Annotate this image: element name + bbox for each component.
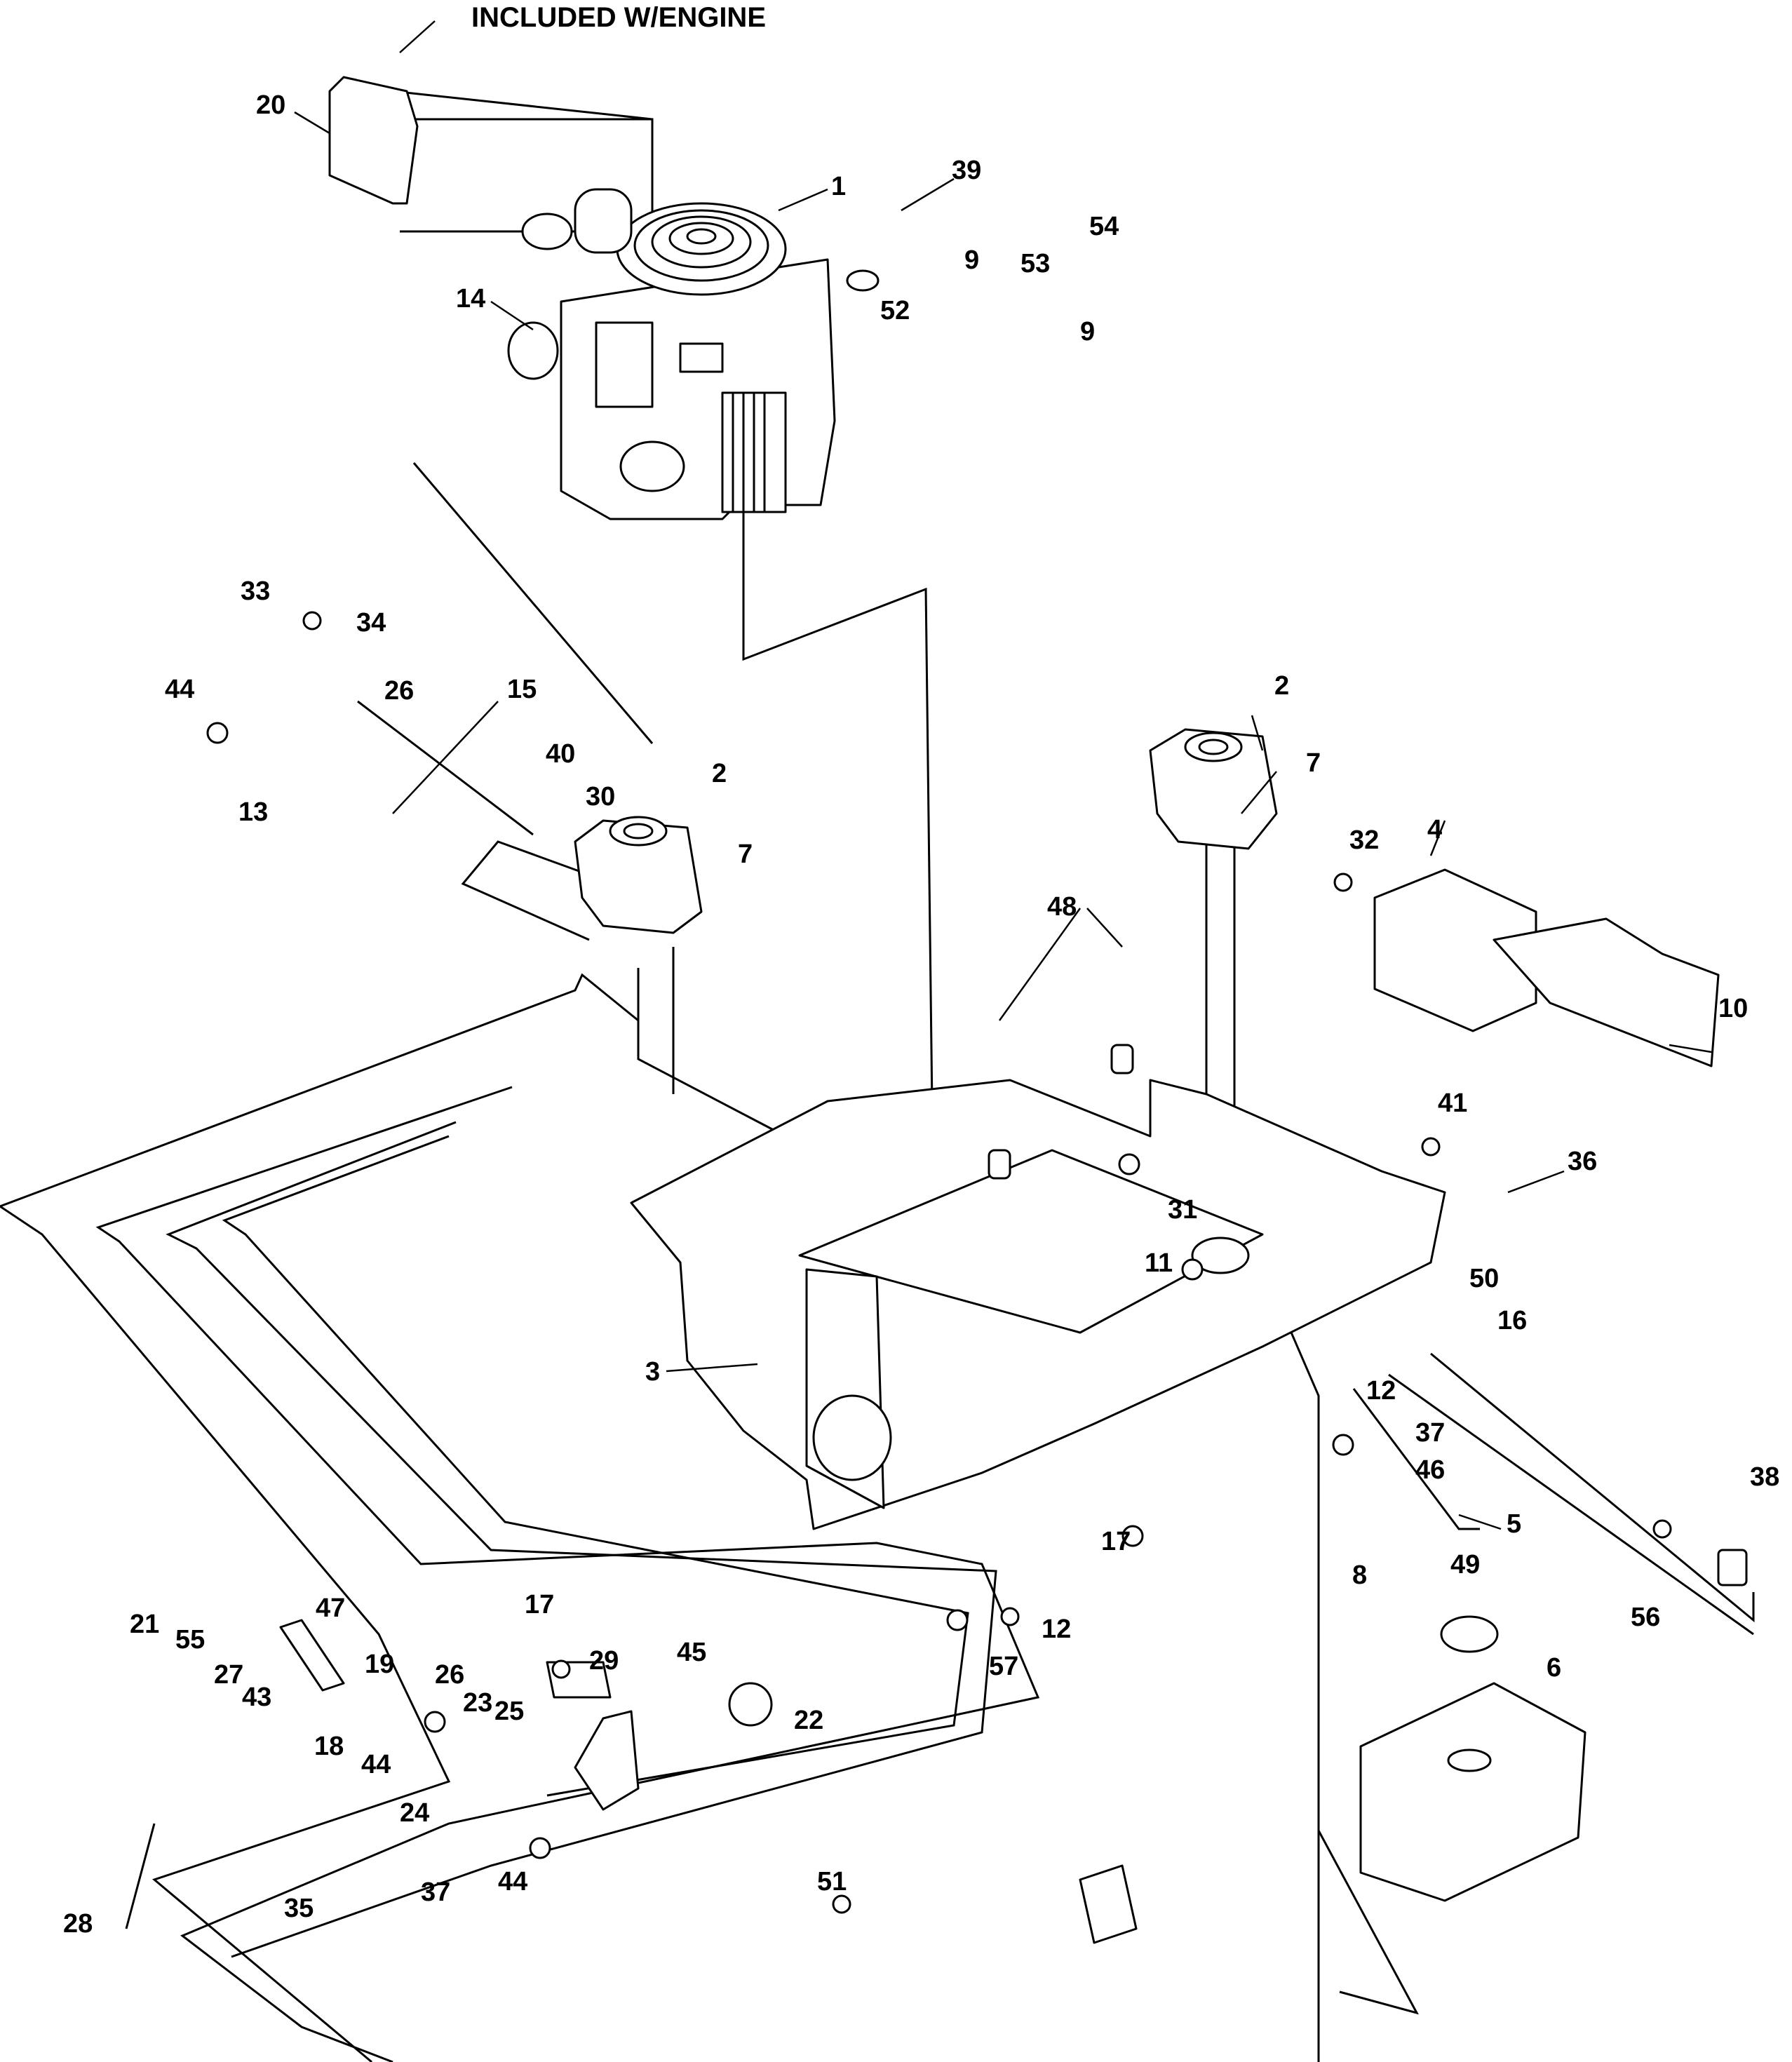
callout-39: 39 [952,156,981,185]
callout-46: 46 [1415,1455,1445,1485]
callout-35: 35 [284,1894,314,1923]
callout-56: 56 [1631,1603,1660,1632]
note-included-w-engine: INCLUDED W/ENGINE [471,2,766,33]
callout-32: 32 [1349,826,1379,855]
callout-14: 14 [456,284,485,314]
callout-15: 15 [507,675,537,704]
callout-21: 21 [130,1610,159,1639]
callout-52: 52 [880,296,910,325]
callout-36: 36 [1568,1147,1597,1176]
callout-9-a: 9 [964,245,979,275]
callout-57: 57 [989,1652,1018,1681]
frame [630,1079,1446,1530]
callout-44-b: 44 [361,1750,391,1779]
callout-37-b: 37 [421,1878,450,1907]
callout-5: 5 [1507,1509,1521,1539]
callout-53: 53 [1020,249,1050,278]
fuel-tank [1359,1615,1586,1902]
callout-2-right: 2 [1274,671,1289,701]
callout-44-c: 44 [498,1867,527,1896]
callout-23: 23 [463,1688,492,1718]
callout-17-b: 17 [525,1590,554,1619]
callout-7-right: 7 [1306,748,1321,778]
callout-22: 22 [794,1706,823,1735]
callout-41: 41 [1438,1089,1467,1118]
engine [507,188,880,520]
hydro-pump-right [1149,728,1278,850]
callout-44-a: 44 [165,675,194,704]
callout-12-a: 12 [1366,1376,1396,1406]
callout-17-a: 17 [1101,1527,1131,1556]
callout-43: 43 [242,1683,271,1712]
callout-37-a: 37 [1415,1418,1445,1448]
callout-2-left: 2 [712,759,727,788]
callout-25: 25 [494,1697,524,1726]
callout-34: 34 [356,608,386,638]
callout-10: 10 [1718,994,1748,1023]
callout-19: 19 [365,1650,394,1679]
callout-45: 45 [677,1638,706,1667]
engine-shield [328,76,419,205]
leader-lines [294,20,1712,1530]
callout-11: 11 [1145,1248,1173,1278]
callout-1: 1 [831,172,846,201]
callout-27: 27 [214,1660,243,1690]
callout-4: 4 [1427,815,1442,844]
callout-33: 33 [241,577,270,606]
callout-49: 49 [1450,1550,1480,1579]
callout-48: 48 [1047,892,1077,922]
callout-26-b: 26 [435,1660,464,1690]
routing-lines [0,90,1755,2062]
callout-18: 18 [314,1732,344,1761]
callout-29: 29 [589,1646,619,1676]
callout-50: 50 [1469,1264,1499,1293]
callout-6: 6 [1547,1653,1561,1683]
callout-26-a: 26 [384,676,414,706]
callout-13: 13 [238,797,268,827]
callout-38: 38 [1750,1462,1779,1492]
callout-51: 51 [817,1867,847,1896]
callout-3: 3 [645,1357,660,1387]
callout-30: 30 [586,782,615,811]
callout-24: 24 [400,1798,429,1828]
callout-47: 47 [316,1593,345,1623]
callout-8: 8 [1352,1561,1367,1590]
callout-40: 40 [546,739,575,769]
callout-54: 54 [1089,212,1119,241]
callout-labels: INCLUDED W/ENGINE 1 2 2 3 4 5 6 7 7 8 9 … [63,2,1779,1939]
callout-16: 16 [1497,1306,1527,1335]
hardware [125,611,1748,1944]
callout-28: 28 [63,1909,93,1939]
battery [1373,868,1720,1067]
callout-31: 31 [1168,1195,1197,1225]
hydro-pump-left [574,816,703,934]
callout-55: 55 [175,1625,205,1655]
callout-9-b: 9 [1080,317,1095,346]
callout-12-b: 12 [1042,1615,1071,1644]
callout-7-left: 7 [738,840,753,869]
callout-20: 20 [256,90,285,120]
